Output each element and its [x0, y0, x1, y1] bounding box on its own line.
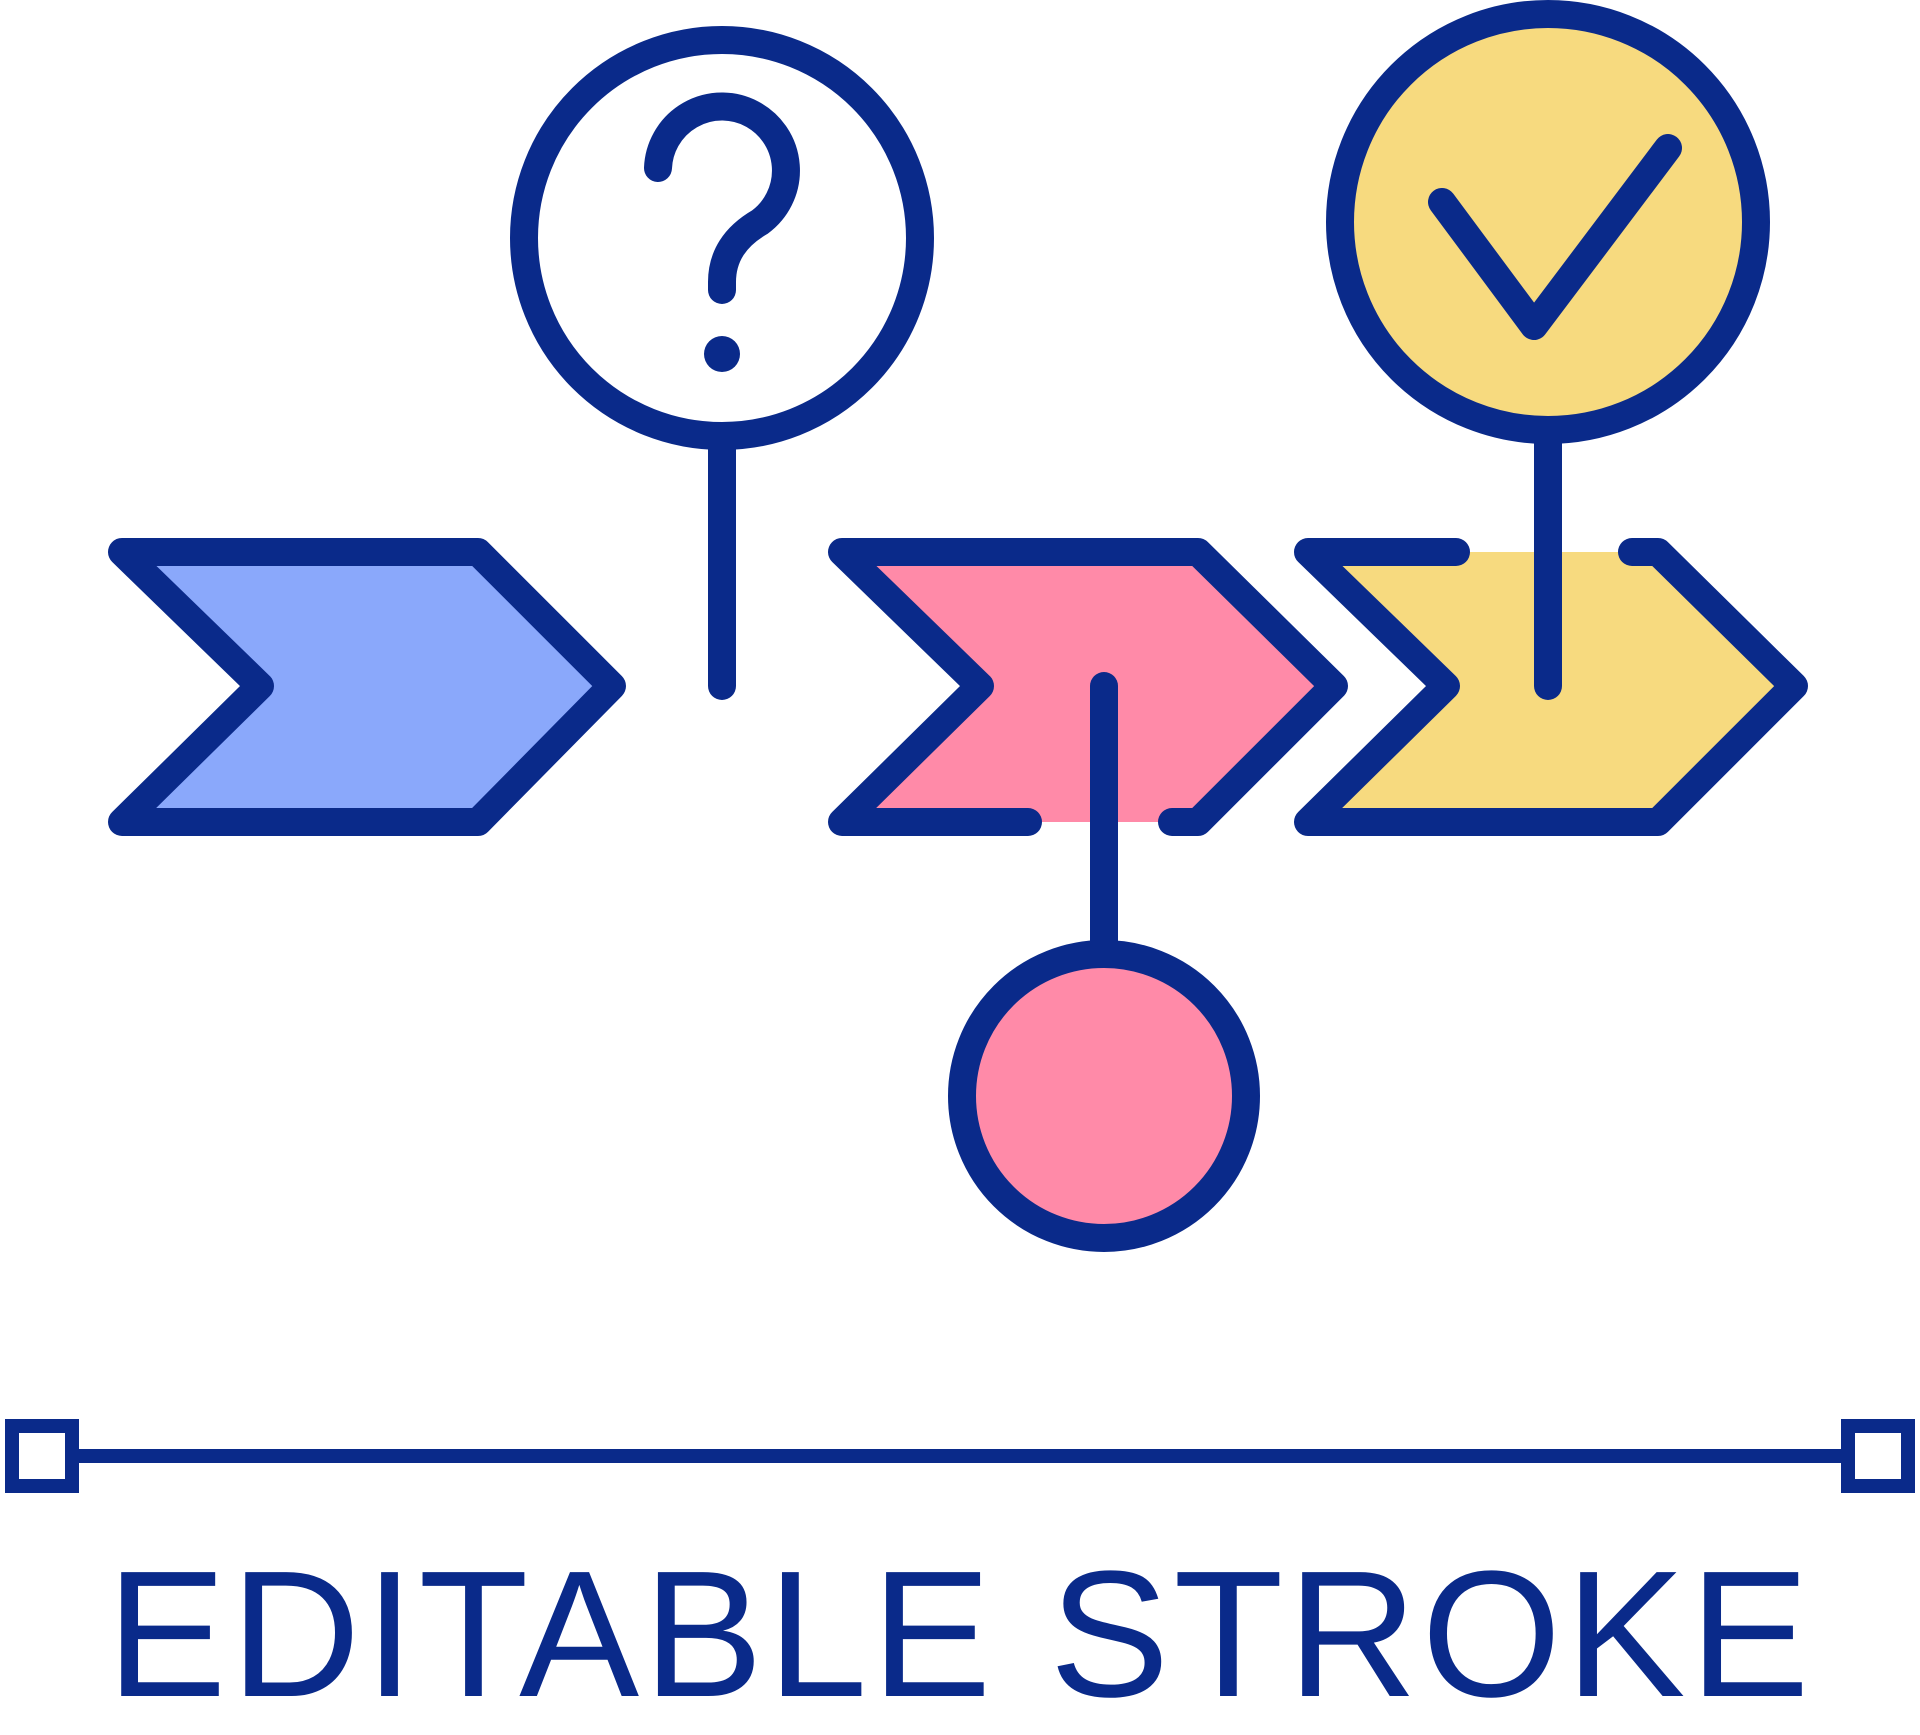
circle-dot-icon [948, 940, 1260, 1252]
chevron-step-2-outline [828, 538, 1348, 836]
chevron-step-3-outline [1294, 538, 1808, 836]
question-mark-icon [644, 92, 800, 372]
chevron-step-1 [108, 538, 626, 836]
check-marker-circle [1326, 0, 1770, 444]
stroke-handle-right [1841, 1419, 1915, 1493]
stroke-handle-left [5, 1419, 79, 1493]
chevron-step-2 [842, 552, 1334, 822]
check-mark-icon [1428, 134, 1682, 340]
process-timeline-icon [5, 0, 1915, 1493]
caption-editable-stroke: EDITABLE STROKE [106, 1534, 1814, 1735]
